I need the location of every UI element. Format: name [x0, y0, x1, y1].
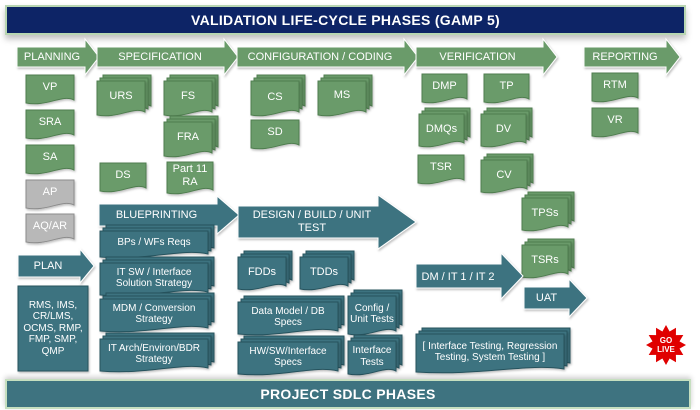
uat-arrow [523, 277, 588, 319]
go-live-star-icon [646, 325, 686, 365]
verif-doc-1 [483, 73, 530, 104]
spec-doc-3 [99, 162, 147, 193]
config-doc-2 [250, 119, 300, 150]
phase-arrow-3 [415, 37, 558, 77]
planning-doc-0 [25, 74, 75, 105]
verif-doc-3 [480, 113, 527, 148]
spec-doc-4 [166, 161, 214, 195]
phase-arrow-2 [236, 37, 419, 77]
blueprint-item-1 [99, 262, 209, 297]
plan-items-box [17, 285, 89, 372]
report-doc-0 [591, 72, 639, 103]
config-doc-1 [317, 80, 367, 117]
design-item-5 [347, 340, 397, 376]
planning-doc-1 [25, 109, 75, 140]
verif-doc-6 [521, 197, 569, 232]
verif-doc-0 [421, 73, 468, 104]
verif-doc-4 [417, 154, 465, 185]
plan-arrow [17, 247, 95, 285]
phase-arrow-1 [96, 37, 239, 77]
testing-box [415, 333, 565, 374]
verif-doc-7 [521, 244, 569, 279]
design-item-4 [237, 341, 339, 376]
phase-arrow-0 [16, 37, 100, 77]
footer-banner: PROJECT SDLC PHASES [5, 379, 691, 409]
design-item-1 [299, 256, 349, 291]
blueprint-item-0 [99, 230, 209, 259]
dm-it-arrow [415, 251, 524, 301]
config-doc-0 [250, 80, 300, 117]
design-item-2 [237, 301, 339, 336]
phase-arrow-4 [583, 37, 681, 77]
design-arrow [237, 194, 417, 250]
planning-doc-2 [25, 144, 75, 175]
verif-doc-2 [418, 113, 465, 148]
design-item-0 [237, 256, 287, 291]
blueprint-item-2 [99, 298, 209, 333]
spec-doc-2 [163, 121, 213, 158]
planning-doc-3 [25, 179, 75, 210]
blueprint-item-3 [99, 338, 209, 373]
diagram-title: VALIDATION LIFE-CYCLE PHASES (GAMP 5) [5, 5, 686, 35]
spec-doc-0 [96, 80, 146, 117]
verif-doc-5 [480, 159, 528, 194]
planning-doc-4 [25, 213, 75, 244]
spec-doc-1 [163, 80, 213, 117]
report-doc-1 [591, 107, 639, 138]
design-item-3 [347, 295, 397, 336]
